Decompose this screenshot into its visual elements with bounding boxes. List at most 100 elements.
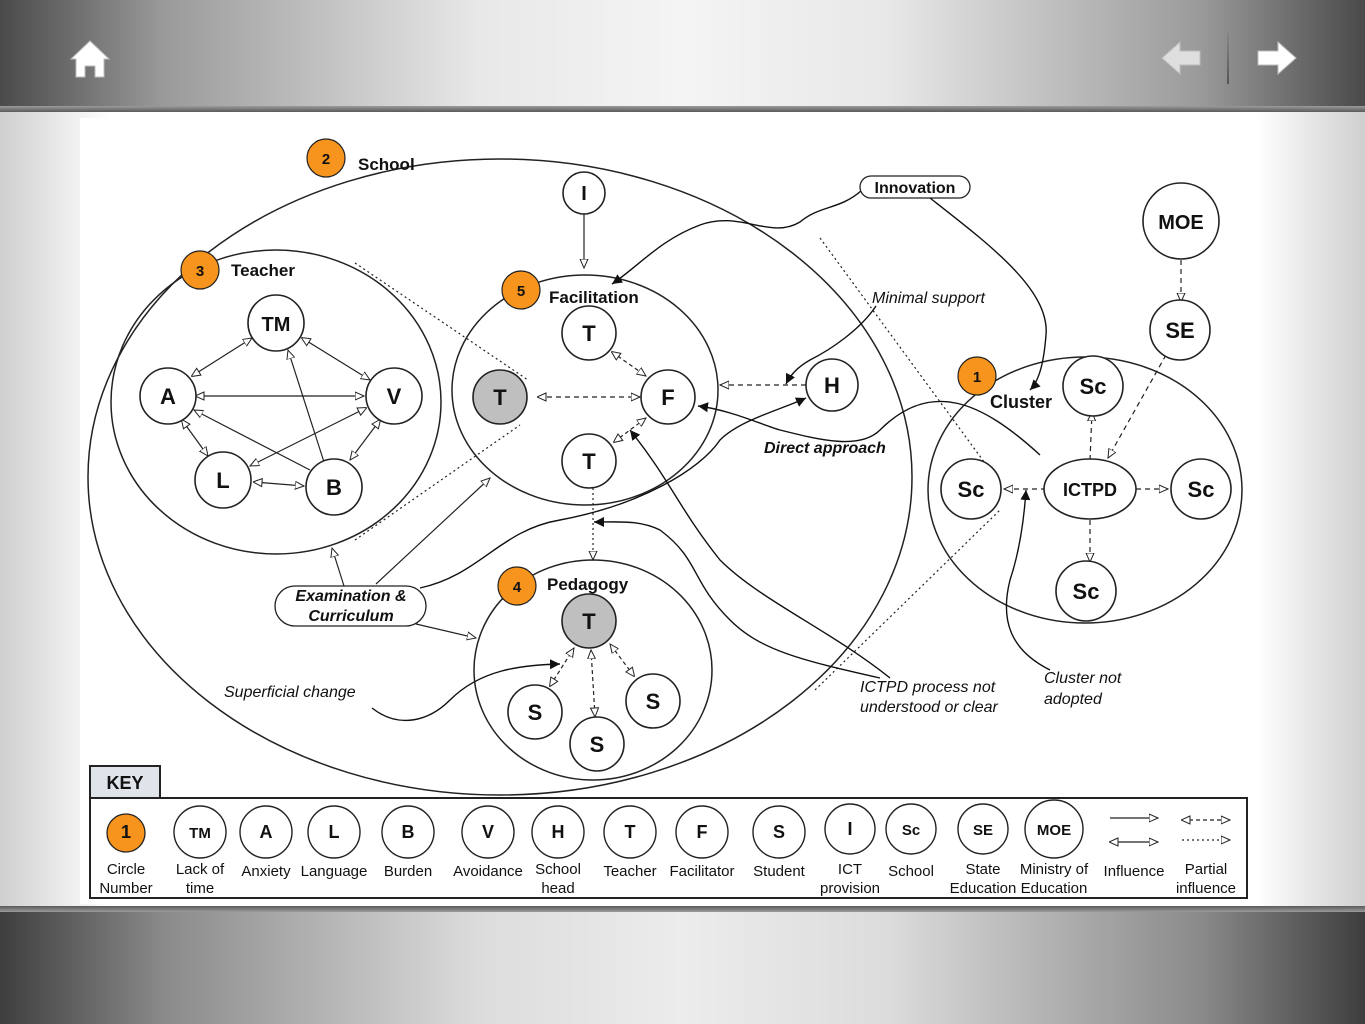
svg-text:F: F [661,385,674,410]
node-s-mid: S [569,716,625,772]
svg-text:SE: SE [973,822,993,839]
svg-text:Student: Student [753,863,806,880]
home-icon[interactable] [68,38,112,80]
dotted-line [819,237,991,471]
cluster-not-adopted-label-2: adopted [1044,691,1103,708]
top-toolbar [0,0,1365,112]
badge-cluster: 1 [957,356,997,396]
svg-text:Avoidance: Avoidance [453,863,523,880]
edge-b-a [194,410,311,471]
badge-pedagogy: 4 [497,566,537,606]
node-a: A [139,367,197,425]
edge-v-b [350,420,380,460]
superficial-change-label: Superficial change [224,684,356,701]
svg-text:A: A [160,384,176,409]
node-h: H [805,358,859,412]
edge-t-s-left [550,648,574,686]
svg-text:Circle: Circle [107,861,145,878]
toolbar-divider [1227,32,1229,84]
svg-text:H: H [552,822,565,842]
svg-text:Lack of: Lack of [176,861,225,878]
svg-text:T: T [582,321,596,346]
dotted-line [354,262,529,381]
node-l: L [194,451,252,509]
edge-l-b [254,482,304,486]
badge-teacher: 3 [180,250,220,290]
label-facilitation: Facilitation [549,288,639,307]
ictpd-not-clear-label-2: understood or clear [860,699,999,716]
svg-text:I: I [581,183,587,205]
badge-school: 2 [306,138,346,178]
svg-text:L: L [216,468,229,493]
svg-text:Sc: Sc [958,477,985,502]
svg-text:TM: TM [262,314,291,336]
node-ictpd: ICTPD [1043,458,1137,520]
svg-text:5: 5 [517,283,525,300]
svg-text:School: School [535,861,581,878]
innovation-to-facilitation [611,189,863,285]
ictpd-not-clear-arrow [593,516,881,679]
svg-text:Influence: Influence [1104,863,1165,880]
node-t-facilitation-bottom: T [561,433,617,489]
ictpd-not-clear-arrow-2 [629,429,891,679]
svg-text:Examination &: Examination & [295,588,406,605]
svg-text:H: H [824,373,840,398]
svg-text:S: S [646,689,661,714]
node-i: I [562,171,606,215]
svg-text:ICT: ICT [838,861,862,878]
svg-text:A: A [260,822,273,842]
edge-exam-pedagogy [415,623,476,638]
edge-a-tm [192,338,252,376]
svg-text:Innovation: Innovation [875,180,956,197]
svg-text:Education: Education [1021,880,1088,897]
edge-t-s-mid [591,650,595,716]
arrow-left-icon[interactable] [1160,38,1204,78]
school-region [87,158,913,796]
node-sc-top: Sc [1062,355,1124,417]
svg-text:B: B [402,822,415,842]
superficial-change-arrow [371,659,561,722]
cluster-not-adopted-arrow [1005,489,1051,671]
key-title: KEY [106,773,143,793]
minimal-support-arrow [785,305,877,385]
svg-text:Ministry of: Ministry of [1020,861,1089,878]
node-se: SE [1149,299,1211,361]
svg-text:MOE: MOE [1037,822,1071,839]
node-t-pedagogy: T [561,593,617,649]
svg-text:State: State [965,861,1000,878]
key-item: Influence [1104,818,1165,880]
svg-text:T: T [625,822,636,842]
svg-text:B: B [326,475,342,500]
svg-text:MOE: MOE [1158,212,1204,234]
svg-text:L: L [329,822,340,842]
edge-b-tm [288,350,325,463]
facilitation-region [451,274,719,506]
svg-text:ICTPD: ICTPD [1063,480,1117,500]
svg-text:Number: Number [99,880,152,897]
edge-t-f-top [612,352,646,376]
svg-text:S: S [590,732,605,757]
node-tm: TM [247,294,305,352]
svg-text:Sc: Sc [902,822,920,839]
svg-text:time: time [186,880,214,897]
svg-text:2: 2 [322,151,330,168]
cluster-not-adopted-label-1: Cluster not [1044,670,1122,687]
node-sc-left: Sc [940,458,1002,520]
edge-exam-teacher [332,548,345,587]
node-s-left: S [507,684,563,740]
svg-text:V: V [482,822,494,842]
node-t-facilitation-grey: T [472,369,528,425]
bottom-bar [0,906,1365,1024]
edge-exam-facilitation [375,478,490,585]
arrow-right-icon[interactable] [1254,38,1298,78]
svg-text:TM: TM [189,825,211,842]
edge-a-l [182,420,208,456]
svg-text:influence: influence [1176,880,1236,897]
